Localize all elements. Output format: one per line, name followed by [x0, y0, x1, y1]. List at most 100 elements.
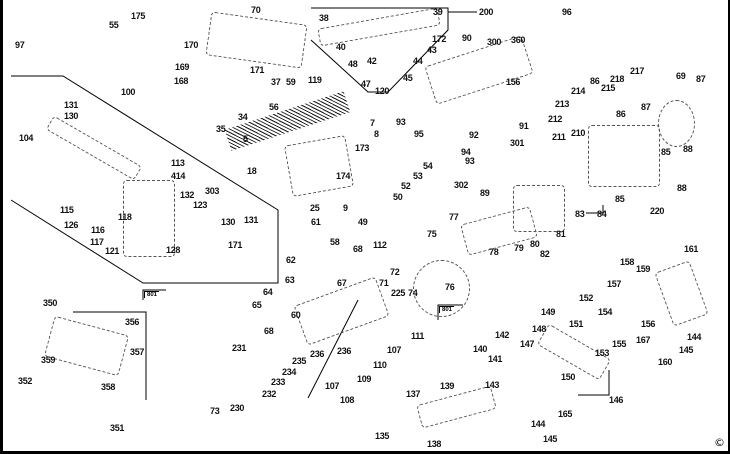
part-label-83: 83 [575, 209, 585, 219]
part-label-91: 91 [519, 121, 529, 131]
part-label-357: 357 [130, 347, 145, 357]
part-label-112: 112 [373, 240, 387, 250]
part-label-157: 157 [607, 279, 622, 289]
part-label-87: 87 [641, 102, 651, 112]
part-label-233: 233 [271, 377, 286, 387]
part-label-225: 225 [391, 288, 406, 298]
part-label-7: 7 [370, 118, 375, 128]
stator-part [513, 185, 565, 232]
part-label-217: 217 [630, 66, 645, 76]
part-label-88: 88 [677, 183, 687, 193]
part-label-111: 111 [411, 331, 425, 341]
part-label-73: 73 [210, 406, 220, 416]
part-label-96: 96 [562, 7, 572, 17]
part-label-84: 84 [597, 209, 607, 219]
part-label-77: 77 [449, 212, 459, 222]
part-label-55: 55 [109, 20, 119, 30]
part-label-65: 65 [252, 300, 262, 310]
part-label-220: 220 [650, 206, 665, 216]
part-label-107: 107 [387, 345, 402, 355]
part-label-161: 161 [684, 244, 699, 254]
part-label-92: 92 [469, 130, 479, 140]
part-label-93: 93 [396, 117, 406, 127]
part-label-95: 95 [414, 129, 424, 139]
part-label-120: 120 [375, 86, 390, 96]
part-label-175: 175 [131, 11, 146, 21]
part-label-145: 145 [543, 434, 558, 444]
part-label-50: 50 [393, 192, 403, 202]
part-label-9: 9 [343, 203, 348, 213]
part-label-352: 352 [18, 376, 33, 386]
part-label-159: 159 [636, 264, 651, 274]
part-label-76: 76 [445, 282, 455, 292]
part-label-86: 86 [590, 76, 600, 86]
part-label-158: 158 [620, 257, 635, 267]
part-label-215: 215 [601, 83, 616, 93]
part-label-150: 150 [561, 372, 576, 382]
part-label-118: 118 [118, 212, 132, 222]
part-label-85: 85 [661, 147, 671, 157]
part-label-414: 414 [171, 171, 186, 181]
part-label-85: 85 [615, 194, 625, 204]
part-label-236: 236 [310, 349, 325, 359]
part-label-113: 113 [171, 158, 185, 168]
gear-case-part [123, 180, 175, 257]
part-label-71: 71 [379, 278, 389, 288]
part-label-94: 94 [461, 147, 471, 157]
part-label-200: 200 [479, 7, 494, 17]
part-label-88: 88 [683, 144, 693, 154]
part-label-147: 147 [520, 339, 535, 349]
part-label-148: 148 [532, 324, 547, 334]
part-label-303: 303 [205, 186, 220, 196]
part-label-117: 117 [90, 237, 104, 247]
part-label-130: 130 [64, 111, 79, 121]
part-label-37: 37 [271, 77, 281, 87]
part-label-211: 211 [552, 132, 566, 142]
part-label-45: 45 [403, 73, 413, 83]
part-label-80: 80 [530, 239, 540, 249]
callout-lines [10, 7, 610, 400]
part-label-156: 156 [506, 77, 521, 87]
part-label-119: 119 [308, 75, 322, 85]
part-label-141: 141 [488, 354, 503, 364]
part-label-167: 167 [636, 335, 651, 345]
part-label-151: 151 [569, 319, 584, 329]
part-label-104: 104 [19, 133, 34, 143]
part-label-109: 109 [357, 374, 372, 384]
part-label-75: 75 [427, 229, 437, 239]
ref-box-801: 801 [439, 306, 455, 313]
part-label-68: 68 [264, 326, 274, 336]
part-label-67: 67 [337, 278, 347, 288]
part-label-8: 8 [374, 129, 379, 139]
part-label-58: 58 [330, 237, 340, 247]
part-label-62: 62 [286, 255, 296, 265]
part-label-130: 130 [221, 217, 236, 227]
part-label-351: 351 [110, 423, 125, 433]
part-label-137: 137 [406, 389, 421, 399]
part-label-100: 100 [121, 87, 136, 97]
part-label-107: 107 [325, 381, 340, 391]
part-label-54: 54 [423, 161, 433, 171]
part-label-132: 132 [180, 190, 195, 200]
part-label-69: 69 [676, 71, 686, 81]
part-label-234: 234 [282, 367, 297, 377]
part-label-108: 108 [340, 395, 355, 405]
ref-box-801: 801 [144, 291, 160, 298]
part-label-236: 236 [337, 346, 352, 356]
part-label-44: 44 [413, 56, 423, 66]
part-label-128: 128 [166, 245, 181, 255]
part-label-5: 5 [243, 134, 248, 144]
part-label-110: 110 [373, 360, 387, 370]
part-label-146: 146 [609, 395, 624, 405]
part-label-90: 90 [462, 33, 472, 43]
part-label-53: 53 [413, 171, 423, 181]
part-label-301: 301 [510, 138, 525, 148]
part-label-142: 142 [495, 330, 510, 340]
part-label-156: 156 [641, 319, 656, 329]
part-label-230: 230 [230, 403, 245, 413]
part-label-153: 153 [595, 348, 610, 358]
part-label-210: 210 [571, 128, 586, 138]
part-label-214: 214 [571, 86, 586, 96]
guard-part [283, 135, 355, 197]
